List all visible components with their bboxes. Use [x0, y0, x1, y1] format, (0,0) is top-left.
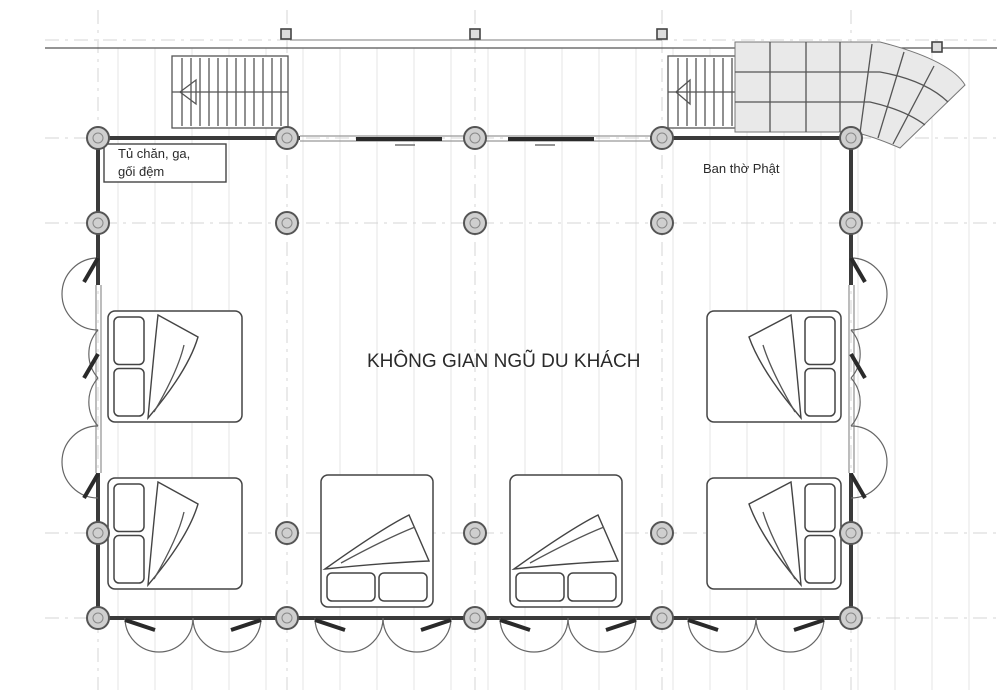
column	[275, 521, 299, 545]
pillow	[804, 483, 836, 533]
column	[275, 126, 299, 150]
veranda-post	[656, 28, 668, 40]
column-core	[469, 612, 481, 624]
column-core	[469, 132, 481, 144]
column-core	[845, 132, 857, 144]
column-core	[469, 217, 481, 229]
veranda-post	[280, 28, 292, 40]
column-core	[656, 527, 668, 539]
bed-sheet	[147, 313, 199, 421]
column	[463, 211, 487, 235]
bed-sheet	[511, 514, 620, 570]
column-core	[469, 527, 481, 539]
veranda-post	[469, 28, 481, 40]
bed-sheet	[748, 480, 802, 588]
column	[839, 211, 863, 235]
column-core	[656, 217, 668, 229]
column	[463, 126, 487, 150]
column-core	[281, 527, 293, 539]
column	[839, 606, 863, 630]
column	[650, 211, 674, 235]
sheet-fold	[153, 511, 185, 580]
pillow	[326, 572, 376, 602]
cabinet-label-line1: Tủ chăn, ga,	[118, 146, 190, 161]
doors-left	[61, 256, 100, 500]
column-core	[92, 132, 104, 144]
column	[650, 126, 674, 150]
column	[650, 521, 674, 545]
pillow	[804, 367, 836, 417]
column-core	[281, 217, 293, 229]
bedding-cabinet: Tủ chăn, ga, gối đệm	[103, 143, 227, 183]
column	[463, 606, 487, 630]
sliding-doors-top	[356, 137, 594, 146]
stair-left	[171, 55, 289, 129]
column-core	[281, 612, 293, 624]
doors-bottom	[124, 617, 825, 653]
pillow	[378, 572, 428, 602]
pillow	[113, 316, 145, 366]
column-core	[845, 612, 857, 624]
bed-sheet	[322, 514, 431, 570]
pillow	[567, 572, 617, 602]
column	[463, 521, 487, 545]
column	[839, 521, 863, 545]
sheet-fold	[762, 511, 796, 580]
bed	[706, 310, 842, 423]
bed	[706, 477, 842, 590]
altar-label: Ban thờ Phật	[703, 161, 780, 176]
column-core	[92, 612, 104, 624]
sheet-fold	[529, 526, 605, 564]
doors-right	[849, 256, 888, 500]
beds	[107, 310, 842, 608]
pillow	[113, 483, 145, 533]
column	[650, 606, 674, 630]
bed	[107, 310, 243, 423]
column-core	[281, 132, 293, 144]
pillow	[113, 367, 145, 417]
column	[86, 126, 110, 150]
pillow	[804, 316, 836, 366]
pillow	[113, 534, 145, 584]
sheet-fold	[340, 526, 416, 564]
column	[275, 211, 299, 235]
column	[86, 521, 110, 545]
column	[839, 126, 863, 150]
column-core	[845, 217, 857, 229]
bed	[320, 474, 434, 608]
column	[275, 606, 299, 630]
column-core	[92, 527, 104, 539]
bed	[509, 474, 623, 608]
column-core	[845, 527, 857, 539]
sheet-fold	[762, 344, 796, 413]
bed-sheet	[147, 480, 199, 588]
columns	[86, 126, 863, 630]
column	[86, 211, 110, 235]
column-core	[656, 612, 668, 624]
sheet-fold	[153, 344, 185, 413]
column-core	[92, 217, 104, 229]
column-core	[656, 132, 668, 144]
room-label: KHÔNG GIAN NGŨ DU KHÁCH	[367, 350, 640, 372]
bed	[107, 477, 243, 590]
cabinet-label-line2: gối đệm	[118, 164, 164, 179]
bed-sheet	[748, 313, 802, 421]
column	[86, 606, 110, 630]
pillow	[804, 534, 836, 584]
pillow	[515, 572, 565, 602]
veranda-post	[931, 41, 943, 53]
